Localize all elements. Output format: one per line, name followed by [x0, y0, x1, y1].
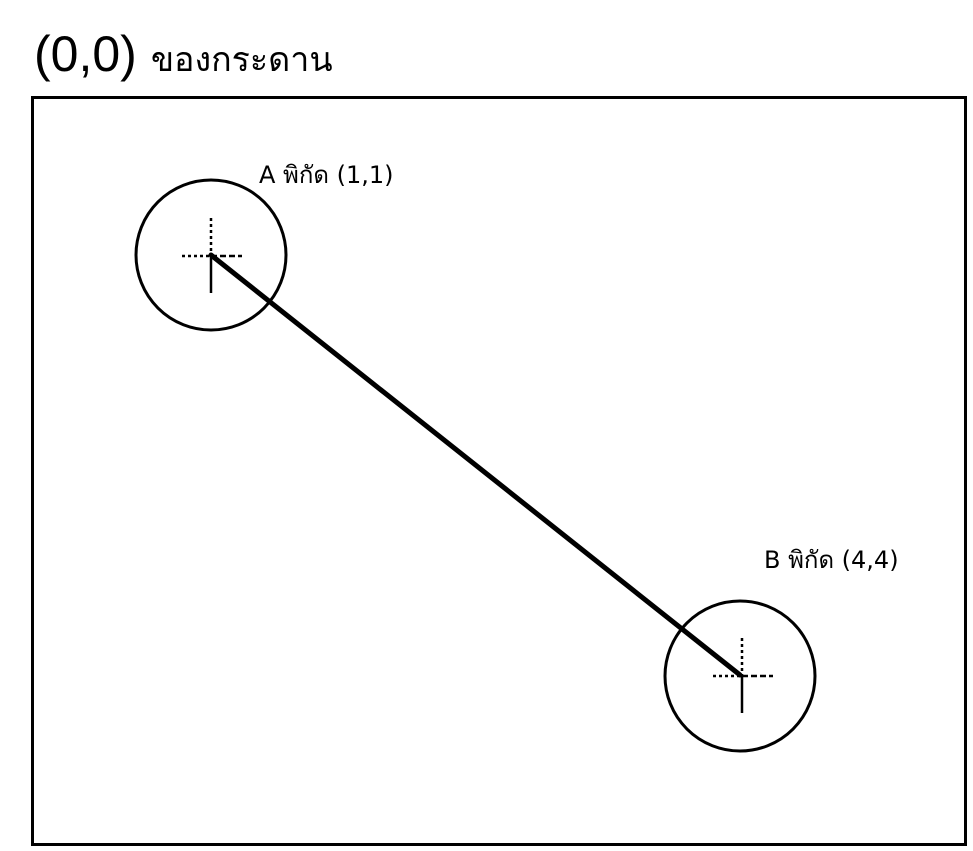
connector-line	[208, 252, 743, 678]
origin-coordinate: (0,0)	[34, 26, 137, 82]
point-a-label: A พิกัด (1,1)	[259, 161, 394, 189]
point-a-marker	[134, 178, 288, 332]
origin-description: ของกระดาน	[150, 40, 333, 80]
point-b-marker	[663, 599, 817, 753]
point-a-circle	[134, 178, 288, 332]
point-b-circle	[663, 599, 817, 753]
point-b-label: B พิกัด (4,4)	[764, 546, 899, 574]
origin-label: (0,0) ของกระดาน	[34, 24, 333, 84]
